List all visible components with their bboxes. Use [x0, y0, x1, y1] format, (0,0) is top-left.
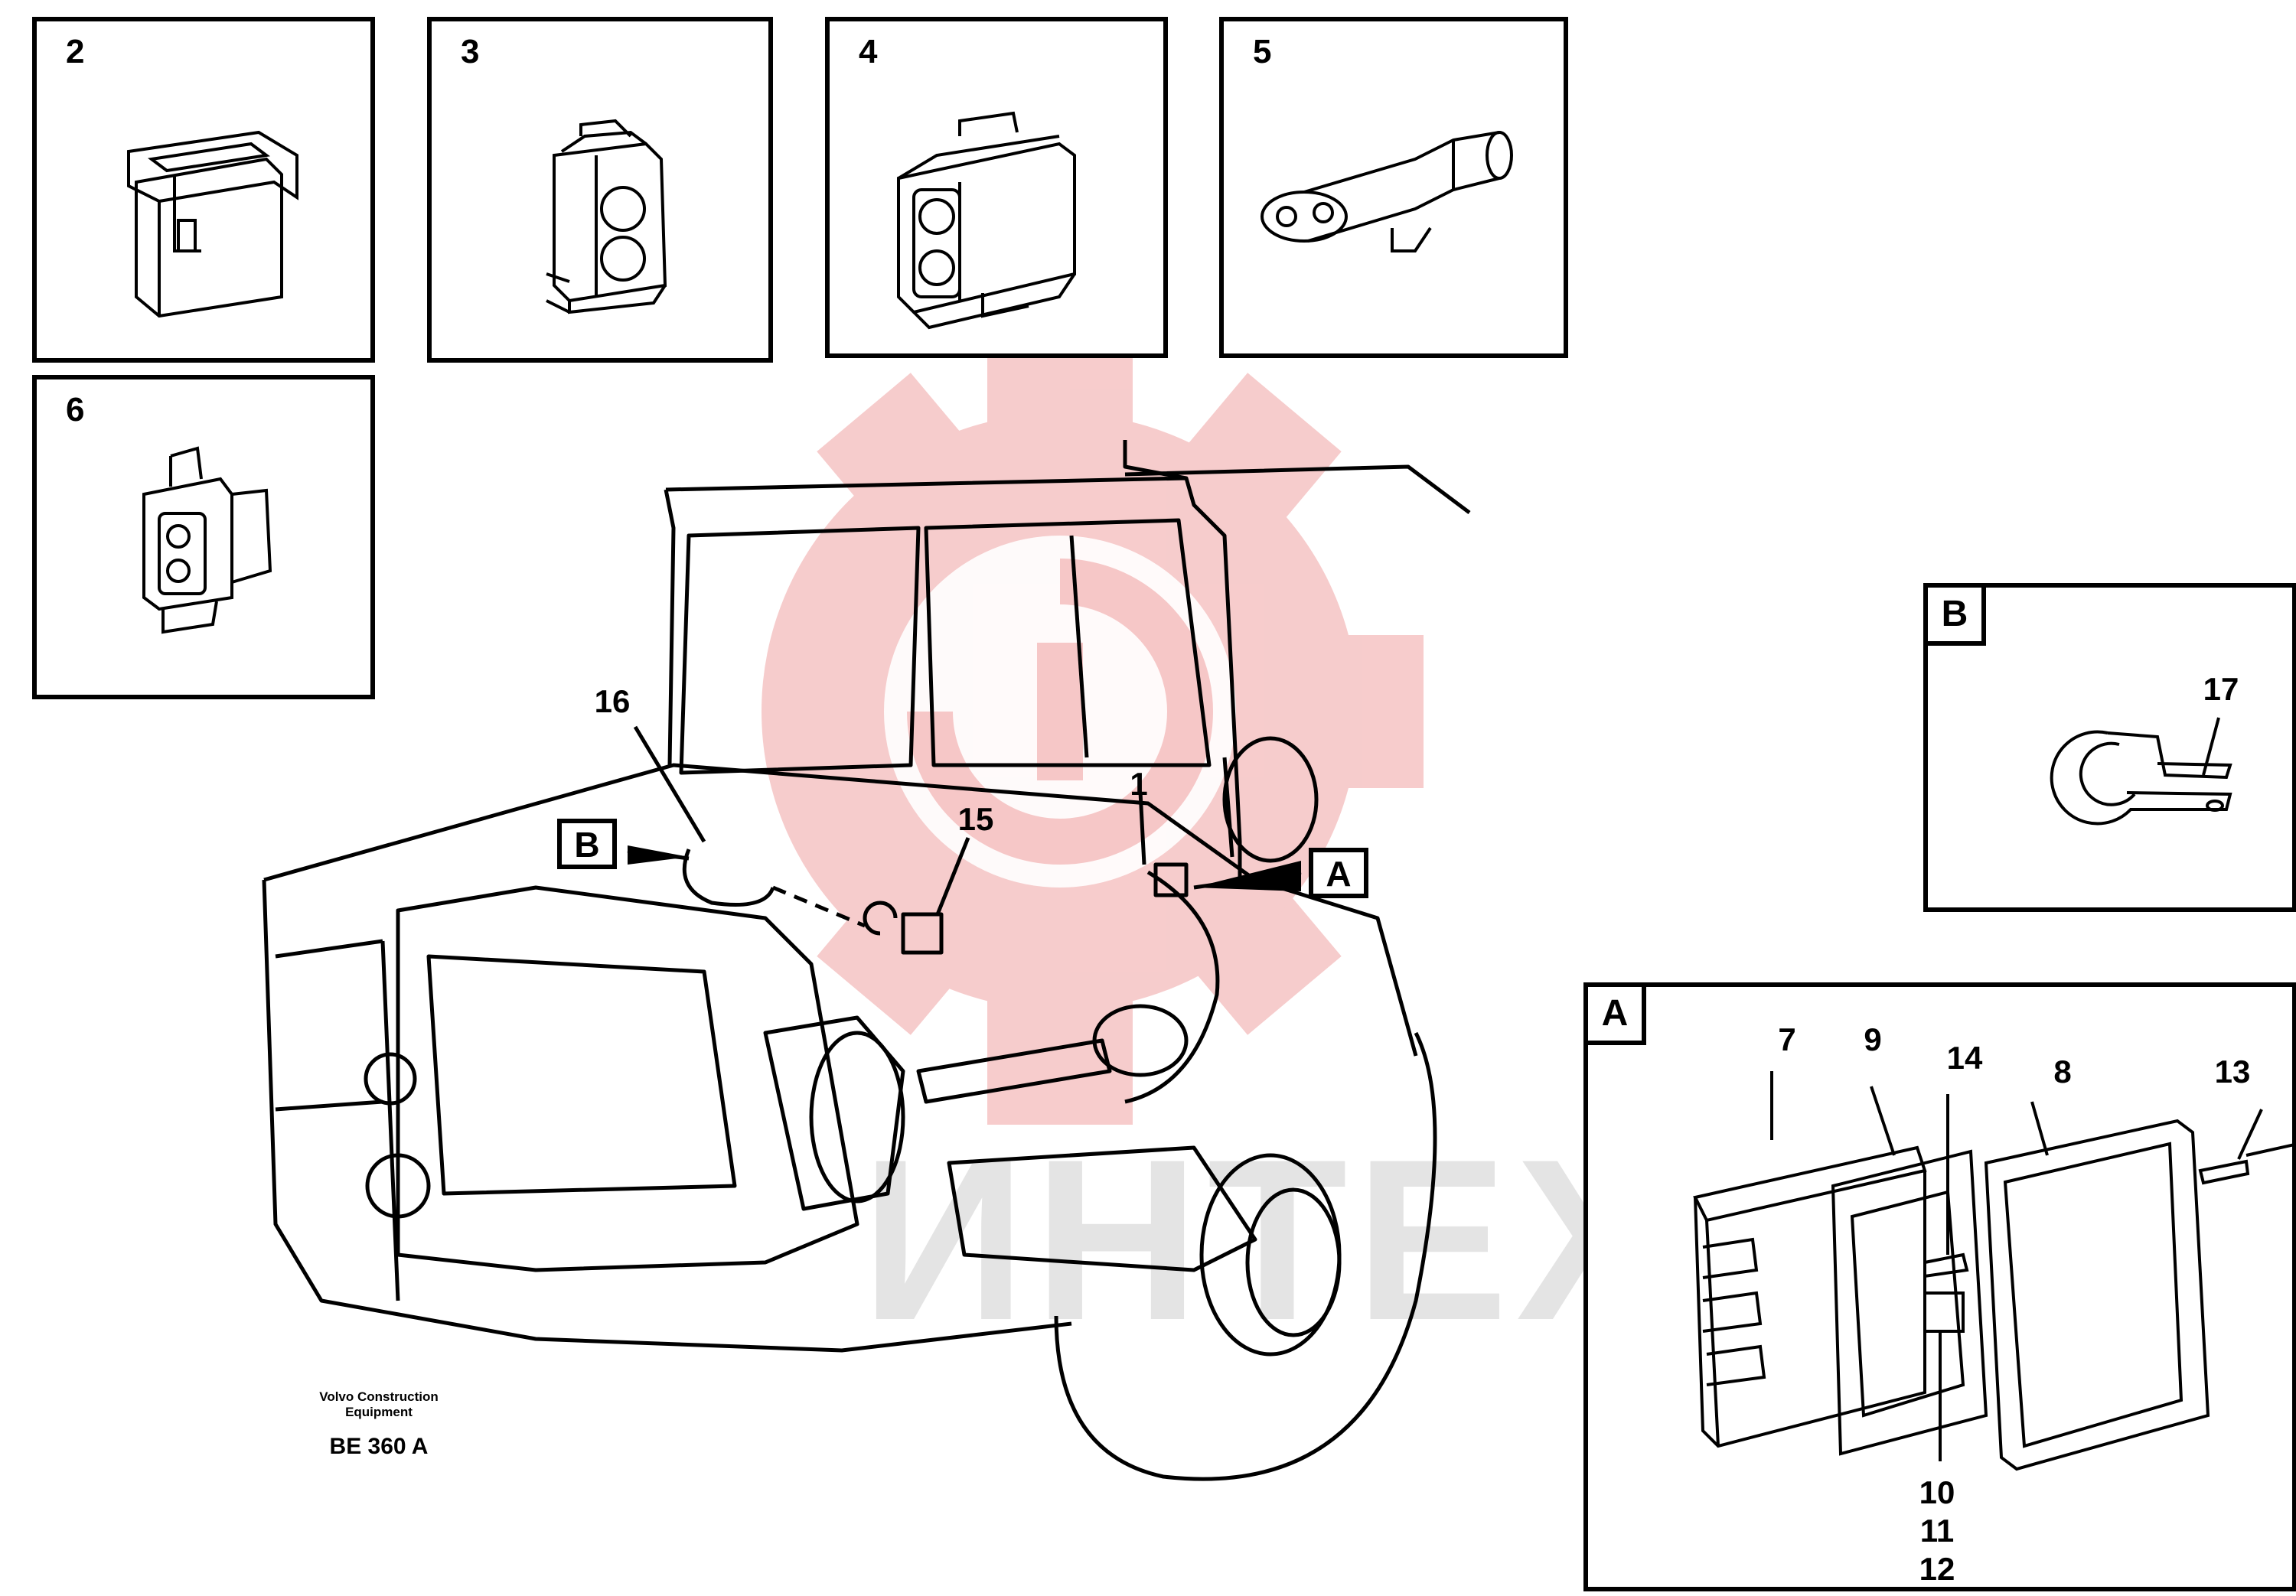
view-label-b: B — [557, 819, 617, 869]
callout-11: 11 — [1919, 1513, 1955, 1549]
connector-panel-3: 3 — [427, 17, 773, 363]
detail-letter: A — [1588, 987, 1646, 1045]
connector-3-drawing — [546, 119, 667, 314]
detail-letter: B — [1928, 588, 1986, 646]
callout-12: 12 — [1919, 1551, 1955, 1587]
callout-10: 10 — [1919, 1474, 1955, 1510]
callout-9: 9 — [1864, 1021, 1882, 1057]
callout-16: 16 — [594, 683, 631, 719]
callout-7: 7 — [1778, 1021, 1796, 1057]
panel-number: 6 — [66, 391, 85, 428]
manufacturer-credit: Volvo Construction Equipment — [319, 1389, 439, 1420]
panel-number: 5 — [1253, 33, 1272, 70]
connector-2-drawing — [127, 130, 298, 318]
panel-number: 2 — [66, 33, 85, 70]
clamp-drawing — [2050, 717, 2232, 826]
control-unit-exploded-drawing — [1693, 1071, 2296, 1471]
connector-6-drawing — [142, 446, 272, 634]
callout-1: 1 — [1130, 766, 1148, 802]
callout-13: 13 — [2214, 1054, 2251, 1090]
connector-panel-5: 5 — [1219, 17, 1568, 358]
connector-panel-4: 4 — [825, 17, 1168, 358]
credit-line-2: Equipment — [345, 1405, 413, 1419]
detail-panel-b: B 17 — [1923, 583, 2296, 912]
callout-14: 14 — [1946, 1040, 1983, 1076]
credit-line-1: Volvo Construction — [319, 1389, 439, 1404]
view-label-a: A — [1309, 848, 1368, 898]
drawing-code: BE 360 A — [329, 1434, 429, 1459]
callout-17: 17 — [2203, 671, 2239, 707]
connector-panel-6: 6 — [32, 375, 375, 699]
panel-number: 4 — [859, 33, 878, 70]
connector-5-drawing — [1261, 131, 1513, 252]
panel-number: 3 — [461, 33, 480, 70]
callout-8: 8 — [2053, 1054, 2072, 1090]
connector-4-drawing — [897, 111, 1076, 330]
connector-panel-2: 2 — [32, 17, 375, 363]
callout-15: 15 — [957, 801, 994, 837]
detail-panel-a: A — [1583, 982, 2296, 1591]
watermark-text: ИНТЕХ — [861, 1111, 1677, 1368]
